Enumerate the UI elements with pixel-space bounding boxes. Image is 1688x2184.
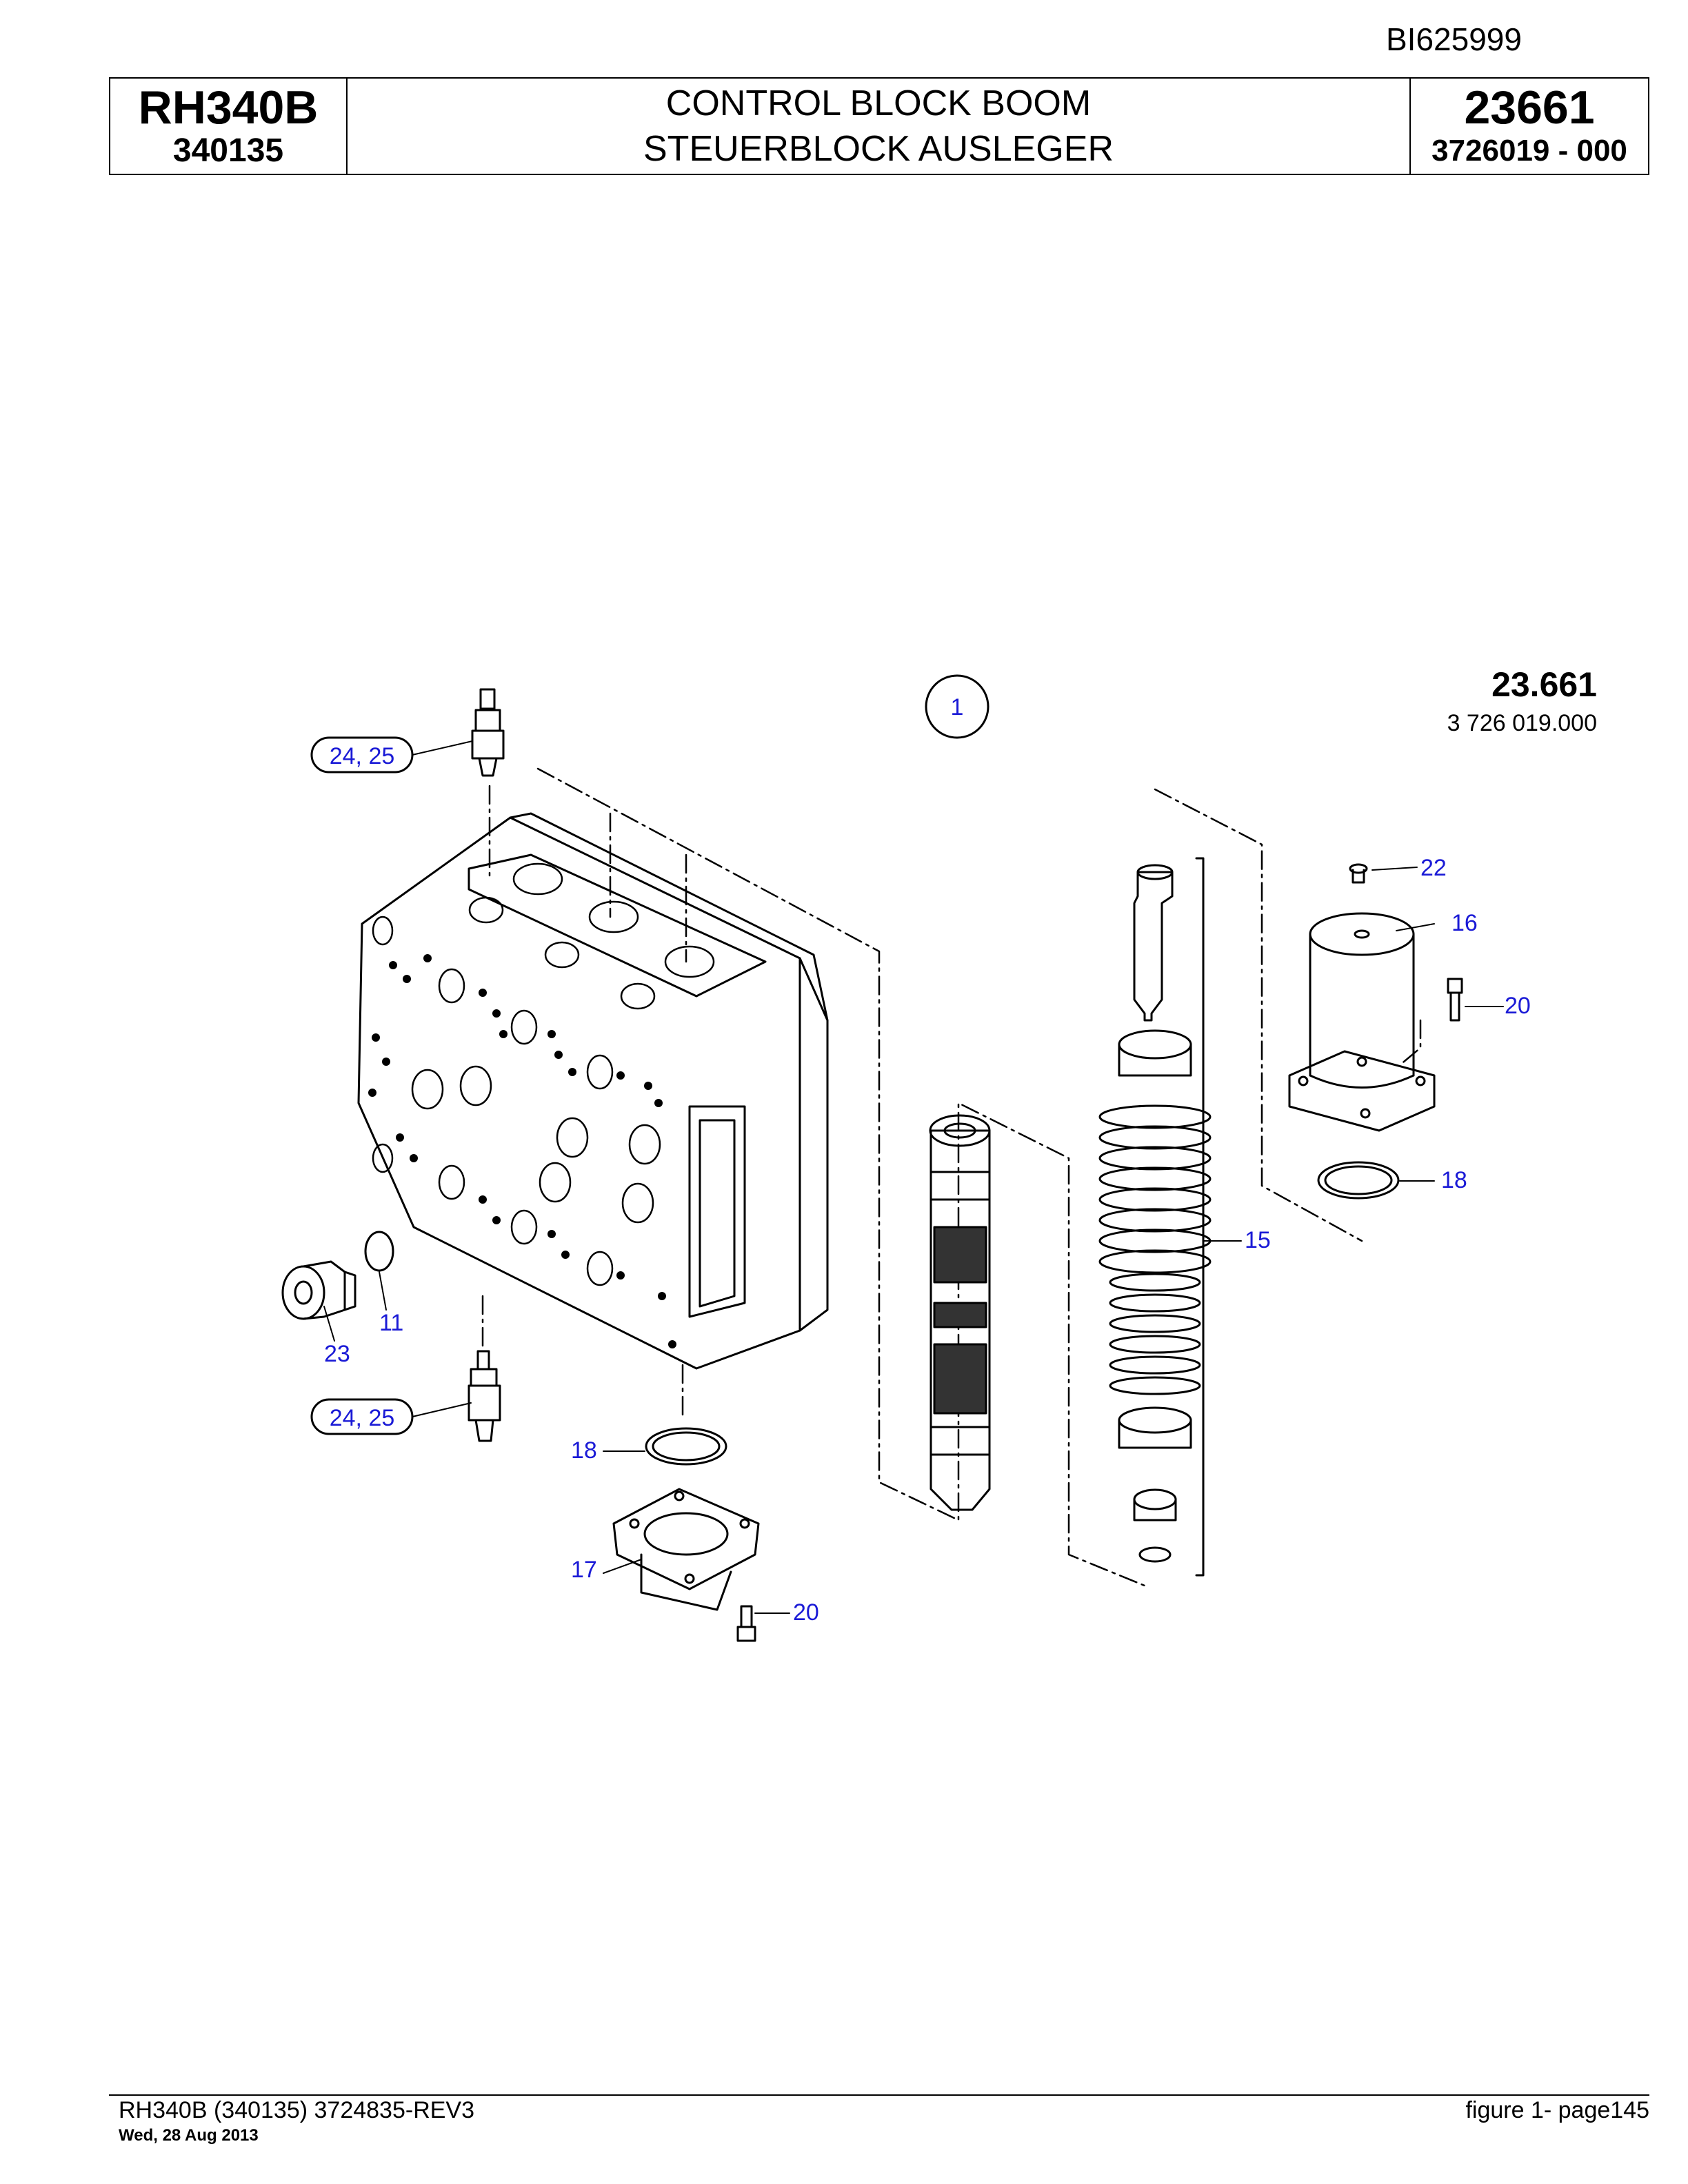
document-id: BI625999 — [1386, 21, 1522, 57]
model-name: RH340B — [138, 81, 319, 134]
title-english: CONTROL BLOCK BOOM — [665, 83, 1092, 123]
bolt-20-bottom — [736, 1605, 756, 1642]
title-german: STEUERBLOCK AUSLEGER — [643, 129, 1114, 169]
seal-ring-18-right — [1317, 1161, 1400, 1200]
callout-18-right: 18 — [1441, 1167, 1467, 1193]
o-ring-11 — [364, 1231, 394, 1272]
leader-lines — [323, 740, 1504, 1614]
header-table: RH340B 340135 CONTROL BLOCK BOOM STEUERB… — [109, 77, 1649, 175]
control-block-body — [357, 812, 829, 1370]
callout-box-24-25-top — [310, 736, 414, 774]
callout-11: 11 — [379, 1310, 403, 1336]
footer-divider — [109, 2094, 1649, 2096]
assembly-centerlines — [481, 767, 1422, 1587]
callout-24-25-bottom: 24, 25 — [330, 1405, 395, 1431]
serial-number: 340135 — [172, 132, 284, 169]
reference-circle-label: 1 — [951, 694, 964, 720]
title-cell: CONTROL BLOCK BOOM STEUERBLOCK AUSLEGER — [348, 79, 1411, 174]
screw-22 — [1349, 863, 1368, 884]
pressure-valve-bottom — [468, 1350, 501, 1442]
cap-16 — [1288, 912, 1436, 1132]
footer-source: RH340B (340135) 3724835-REV3 — [119, 2097, 475, 2123]
group-cell: 23661 3726019 - 000 — [1411, 79, 1648, 174]
callout-15: 15 — [1245, 1227, 1271, 1253]
assembly-label: 23.661 — [1491, 665, 1597, 704]
reference-circle — [925, 674, 989, 739]
seal-ring-18-bottom — [645, 1427, 727, 1466]
callout-22: 22 — [1420, 855, 1447, 881]
group-number: 23661 — [1464, 81, 1595, 134]
callout-20-bottom: 20 — [793, 1599, 819, 1626]
spring-package-15 — [1098, 857, 1212, 1577]
control-spool — [929, 1114, 991, 1511]
callout-box-24-25-bottom — [310, 1398, 414, 1435]
callout-16: 16 — [1451, 910, 1478, 936]
callout-17: 17 — [571, 1557, 597, 1583]
callout-23: 23 — [324, 1341, 350, 1367]
callout-24-25-top: 24, 25 — [330, 743, 395, 769]
plug-23 — [281, 1260, 356, 1320]
callout-20-right: 20 — [1505, 993, 1531, 1019]
assembly-number: 3 726 019.000 — [1447, 710, 1597, 736]
footer-page: figure 1- page145 — [1465, 2097, 1649, 2123]
bolt-20-right — [1447, 978, 1463, 1022]
part-number: 3726019 - 000 — [1431, 134, 1627, 168]
footer-date: Wed, 28 Aug 2013 — [119, 2126, 259, 2145]
model-cell: RH340B 340135 — [110, 79, 348, 174]
callout-18-bottom: 18 — [571, 1437, 597, 1464]
pressure-valve-top — [471, 688, 505, 777]
cover-17 — [612, 1488, 760, 1611]
